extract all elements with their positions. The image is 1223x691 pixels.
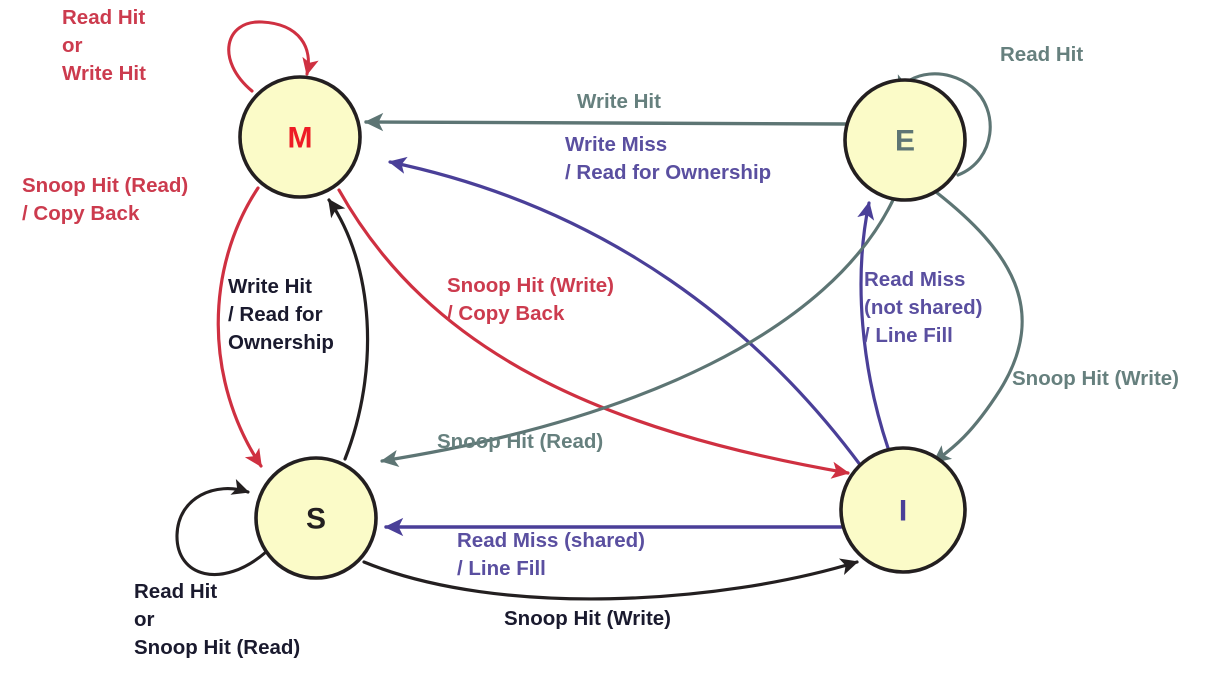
state-label-s: S [306, 503, 326, 536]
edge-label-i-to-m: Write Miss / Read for Ownership [565, 133, 811, 184]
edge-path-i-to-m [388, 156, 863, 468]
edge-path-m-self [227, 20, 319, 93]
state-label-i: I [899, 495, 907, 528]
edge-label-e-to-i: Snoop Hit (Write) [1012, 367, 1219, 390]
edge-label-m-self: Read Hit or Write Hit [62, 6, 196, 85]
edge-label-e-to-m: Write Hit [577, 90, 701, 113]
state-circle-m[interactable] [238, 75, 362, 199]
state-node-m[interactable]: M [238, 75, 362, 199]
edge-label-s-self: Read Hit or Snoop Hit (Read) [134, 580, 340, 659]
edge-label-s-to-i: Snoop Hit (Write) [504, 607, 711, 630]
edge-path-i-to-e [857, 201, 890, 450]
edge-path-s-to-m [327, 198, 370, 461]
edge-label-e-self: Read Hit [1000, 43, 1123, 66]
edge-path-s-self [175, 479, 268, 577]
edge-path-e-self [897, 72, 992, 177]
edge-label-m-to-i: Snoop Hit (Write) / Copy Back [447, 274, 665, 325]
state-label-m: M [288, 122, 313, 155]
edge-label-i-to-e: Read Miss (not shared) / Line Fill [864, 268, 1034, 347]
edge-path-e-to-m [364, 112, 847, 132]
state-circle-e[interactable] [843, 78, 967, 202]
edge-label-m-to-s: Snoop Hit (Read) / Copy Back [22, 174, 240, 225]
state-label-e: E [895, 125, 915, 158]
state-circle-i[interactable] [839, 446, 967, 574]
edge-path-m-to-s [216, 186, 263, 468]
edge-path-s-to-i [362, 558, 859, 601]
edge-label-s-to-m: Write Hit / Read for Ownership [228, 275, 374, 354]
state-node-s[interactable]: S [254, 456, 378, 580]
edge-label-i-to-s: Read Miss (shared) / Line Fill [457, 529, 696, 580]
edge-label-e-to-s: Snoop Hit (Read) [437, 430, 643, 453]
edge-path-e-to-s [380, 198, 895, 467]
state-node-e[interactable]: E [843, 78, 967, 202]
edge-path-m-to-i [337, 188, 850, 479]
edge-path-e-to-i [932, 190, 1024, 464]
state-circle-s[interactable] [254, 456, 378, 580]
state-node-i[interactable]: I [839, 446, 967, 574]
